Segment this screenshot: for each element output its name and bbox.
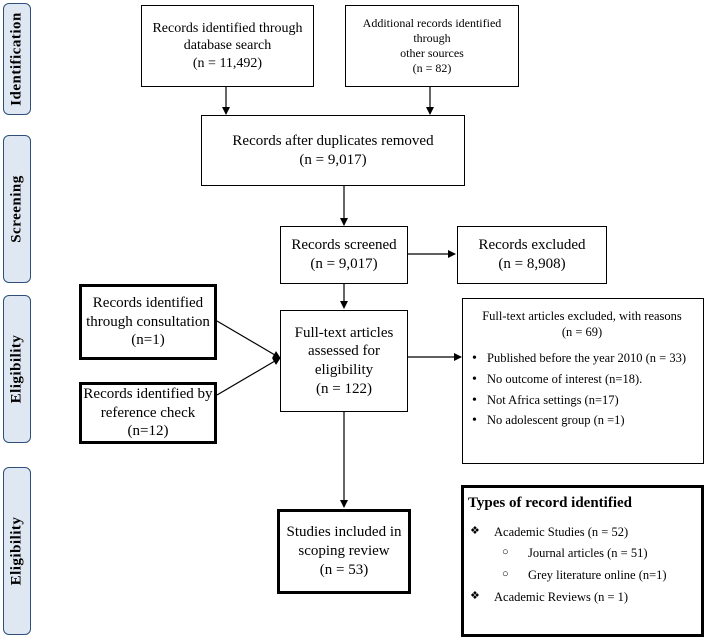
fulltext-line2: assessed for (307, 343, 381, 360)
fulltext-line1: Full-text articles (294, 324, 394, 341)
box-fulltext-assessed: Full-text articles assessed for eligibil… (280, 310, 408, 412)
other-sources-count: (n = 82) (412, 61, 452, 75)
box-types-of-record: Types of record identified Academic Stud… (461, 485, 704, 637)
phase-included: Eligibility (3, 467, 31, 635)
dedup-count: (n = 9,017) (299, 151, 367, 168)
phase-eligibility-label: Eligibility (8, 334, 25, 404)
types-grey-literature: Grey literature online (n=1) (468, 568, 695, 584)
included-line1: Studies included in (286, 524, 402, 541)
refcheck-line2: reference check (n=12) (100, 404, 196, 440)
other-sources-line1: Additional records identified through (362, 16, 502, 45)
consultation-count: (n=1) (131, 332, 165, 349)
screened-count: (n = 9,017) (310, 256, 378, 272)
db-search-count: (n = 11,492) (192, 55, 263, 71)
phase-identification: Identification (3, 3, 31, 115)
types-academic-reviews: Academic Reviews (n = 1) (468, 590, 695, 606)
types-academic-studies: Academic Studies (n = 52) (468, 525, 695, 541)
box-consultation: Records identified through consultation … (79, 284, 217, 360)
exclusion-reason: No adolescent group (n =1) (469, 412, 695, 429)
box-fulltext-excluded: Full-text articles excluded, with reason… (462, 298, 704, 464)
fulltext-excluded-count: (n = 69) (561, 324, 603, 339)
box-database-search: Records identified through database sear… (141, 5, 314, 87)
included-count: (n = 53) (319, 561, 369, 578)
exclusion-reason: No outcome of interest (n=18). (469, 371, 695, 388)
fulltext-count: (n = 122) (316, 380, 372, 397)
refcheck-line1: Records identified by (83, 385, 213, 402)
phase-screening: Screening (3, 135, 31, 283)
fulltext-line3: eligibility (314, 362, 374, 378)
fulltext-excluded-title: Full-text articles excluded, with reason… (482, 309, 682, 323)
other-sources-line2: other sources (400, 46, 464, 60)
db-search-line1: Records identified through (152, 20, 303, 36)
box-other-sources: Additional records identified through ot… (345, 5, 519, 87)
excluded-count: (n = 8,908) (498, 256, 566, 272)
arrow-refcheck-to-fulltext (216, 357, 281, 396)
arrow-consultation-to-fulltext (216, 320, 281, 359)
box-records-excluded: Records excluded (n = 8,908) (457, 226, 607, 284)
included-line2: scoping review (298, 543, 390, 560)
box-duplicates-removed: Records after duplicates removed (n = 9,… (201, 115, 465, 186)
box-records-screened: Records screened (n = 9,017) (280, 226, 408, 284)
phase-included-label: Eligibility (8, 516, 25, 586)
types-title: Types of record identified (468, 495, 633, 511)
db-search-line2: database search (183, 38, 272, 54)
exclusion-reason: Not Africa settings (n=17) (469, 392, 695, 409)
phase-identification-label: Identification (8, 12, 25, 106)
screened-line1: Records screened (291, 237, 397, 254)
box-studies-included: Studies included in scoping review (n = … (277, 509, 411, 594)
consultation-line2: through consultation (86, 313, 210, 330)
consultation-line1: Records identified (92, 294, 204, 311)
box-reference-check: Records identified by reference check (n… (79, 382, 217, 444)
exclusion-reason: Published before the year 2010 (n = 33) (469, 350, 695, 367)
types-journal-articles: Journal articles (n = 51) (468, 546, 695, 562)
dedup-line1: Records after duplicates removed (232, 132, 434, 149)
excluded-line1: Records excluded (478, 237, 586, 254)
phase-eligibility: Eligibility (3, 295, 31, 443)
phase-screening-label: Screening (8, 175, 25, 243)
